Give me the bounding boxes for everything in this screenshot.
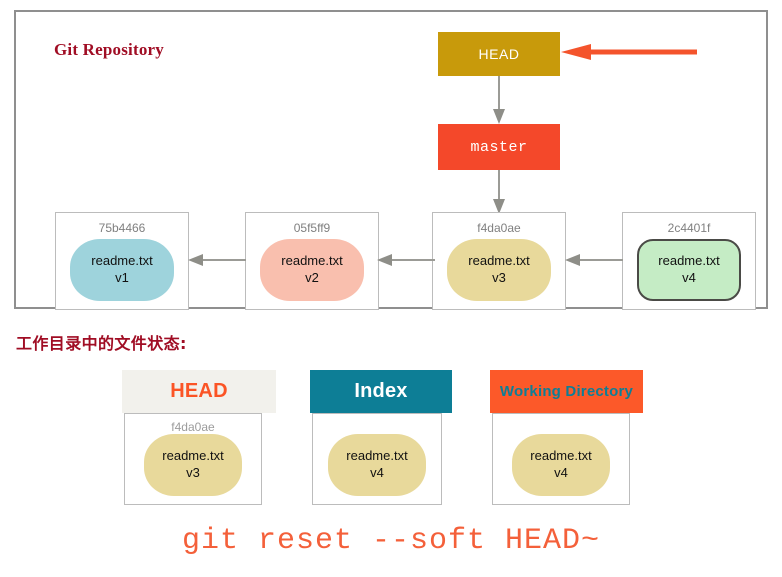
- commit-file-name: readme.txt: [91, 253, 153, 269]
- commit-node[interactable]: 75b4466 readme.txt v1: [55, 212, 189, 310]
- commit-file-version: v1: [115, 270, 129, 286]
- state-file-name: readme.txt: [346, 447, 408, 463]
- commit-hash: 75b4466: [98, 221, 146, 235]
- head-to-master-connector-icon: [492, 76, 506, 124]
- state-panel-title: HEAD: [170, 380, 228, 402]
- commit-blob: readme.txt v4: [637, 239, 741, 301]
- state-panel-blob: readme.txt v3: [144, 434, 242, 496]
- commit-blob: readme.txt v2: [260, 239, 364, 301]
- state-panel-title: Working Directory: [499, 383, 634, 400]
- state-panel-title: Index: [354, 380, 408, 402]
- state-file-version: v4: [554, 465, 568, 481]
- state-file-name: readme.txt: [530, 447, 592, 463]
- commit-file-name: readme.txt: [468, 253, 530, 269]
- commit-file-version: v4: [682, 270, 696, 286]
- git-repository-title: Git Repository: [54, 40, 164, 59]
- state-panel-body: f4da0ae readme.txt v3: [124, 413, 262, 505]
- state-panel-header: Index: [310, 370, 452, 413]
- commit-link-arrow-icon: [565, 253, 623, 267]
- state-file-version: v4: [370, 465, 384, 481]
- state-panel-index: Index readme.txt v4: [310, 370, 452, 505]
- master-branch-node[interactable]: master: [438, 124, 560, 170]
- commit-hash: f4da0ae: [477, 221, 521, 235]
- commit-node[interactable]: 2c4401f readme.txt v4: [622, 212, 756, 310]
- commit-blob: readme.txt v1: [70, 239, 174, 301]
- head-node[interactable]: HEAD: [438, 32, 560, 76]
- state-file-version: v3: [186, 465, 200, 481]
- commit-file-name: readme.txt: [658, 253, 720, 269]
- head-node-label: HEAD: [478, 46, 520, 62]
- commit-hash: 2c4401f: [667, 221, 711, 235]
- commit-file-version: v2: [305, 270, 319, 286]
- state-panel-working-directory: Working Directory readme.txt v4: [490, 370, 643, 505]
- commit-node[interactable]: f4da0ae readme.txt v3: [432, 212, 566, 310]
- commit-hash: 05f5ff9: [293, 221, 331, 235]
- commit-link-arrow-icon: [377, 253, 435, 267]
- state-panel-body: readme.txt v4: [492, 413, 630, 505]
- commit-file-name: readme.txt: [281, 253, 343, 269]
- state-panel-blob: readme.txt v4: [328, 434, 426, 496]
- master-to-commit-connector-icon: [492, 170, 506, 214]
- working-directory-state-caption: 工作目录中的文件状态:: [16, 334, 187, 353]
- state-panel-body: readme.txt v4: [312, 413, 442, 505]
- head-pointer-arrow-icon: [561, 44, 697, 60]
- state-panel-header: HEAD: [122, 370, 276, 413]
- state-panel-header: Working Directory: [490, 370, 643, 413]
- state-panel-head: HEAD f4da0ae readme.txt v3: [122, 370, 276, 505]
- commit-node[interactable]: 05f5ff9 readme.txt v2: [245, 212, 379, 310]
- master-branch-label: master: [470, 138, 528, 156]
- git-command-text: git reset --soft HEAD~: [181, 524, 601, 558]
- commit-link-arrow-icon: [188, 253, 246, 267]
- git-repository-panel: Git Repository HEAD master 75b4466 readm…: [14, 10, 768, 310]
- commit-file-version: v3: [492, 270, 506, 286]
- state-file-name: readme.txt: [162, 447, 224, 463]
- state-panel-hash: f4da0ae: [171, 420, 215, 434]
- state-panel-blob: readme.txt v4: [512, 434, 610, 496]
- commit-blob: readme.txt v3: [447, 239, 551, 301]
